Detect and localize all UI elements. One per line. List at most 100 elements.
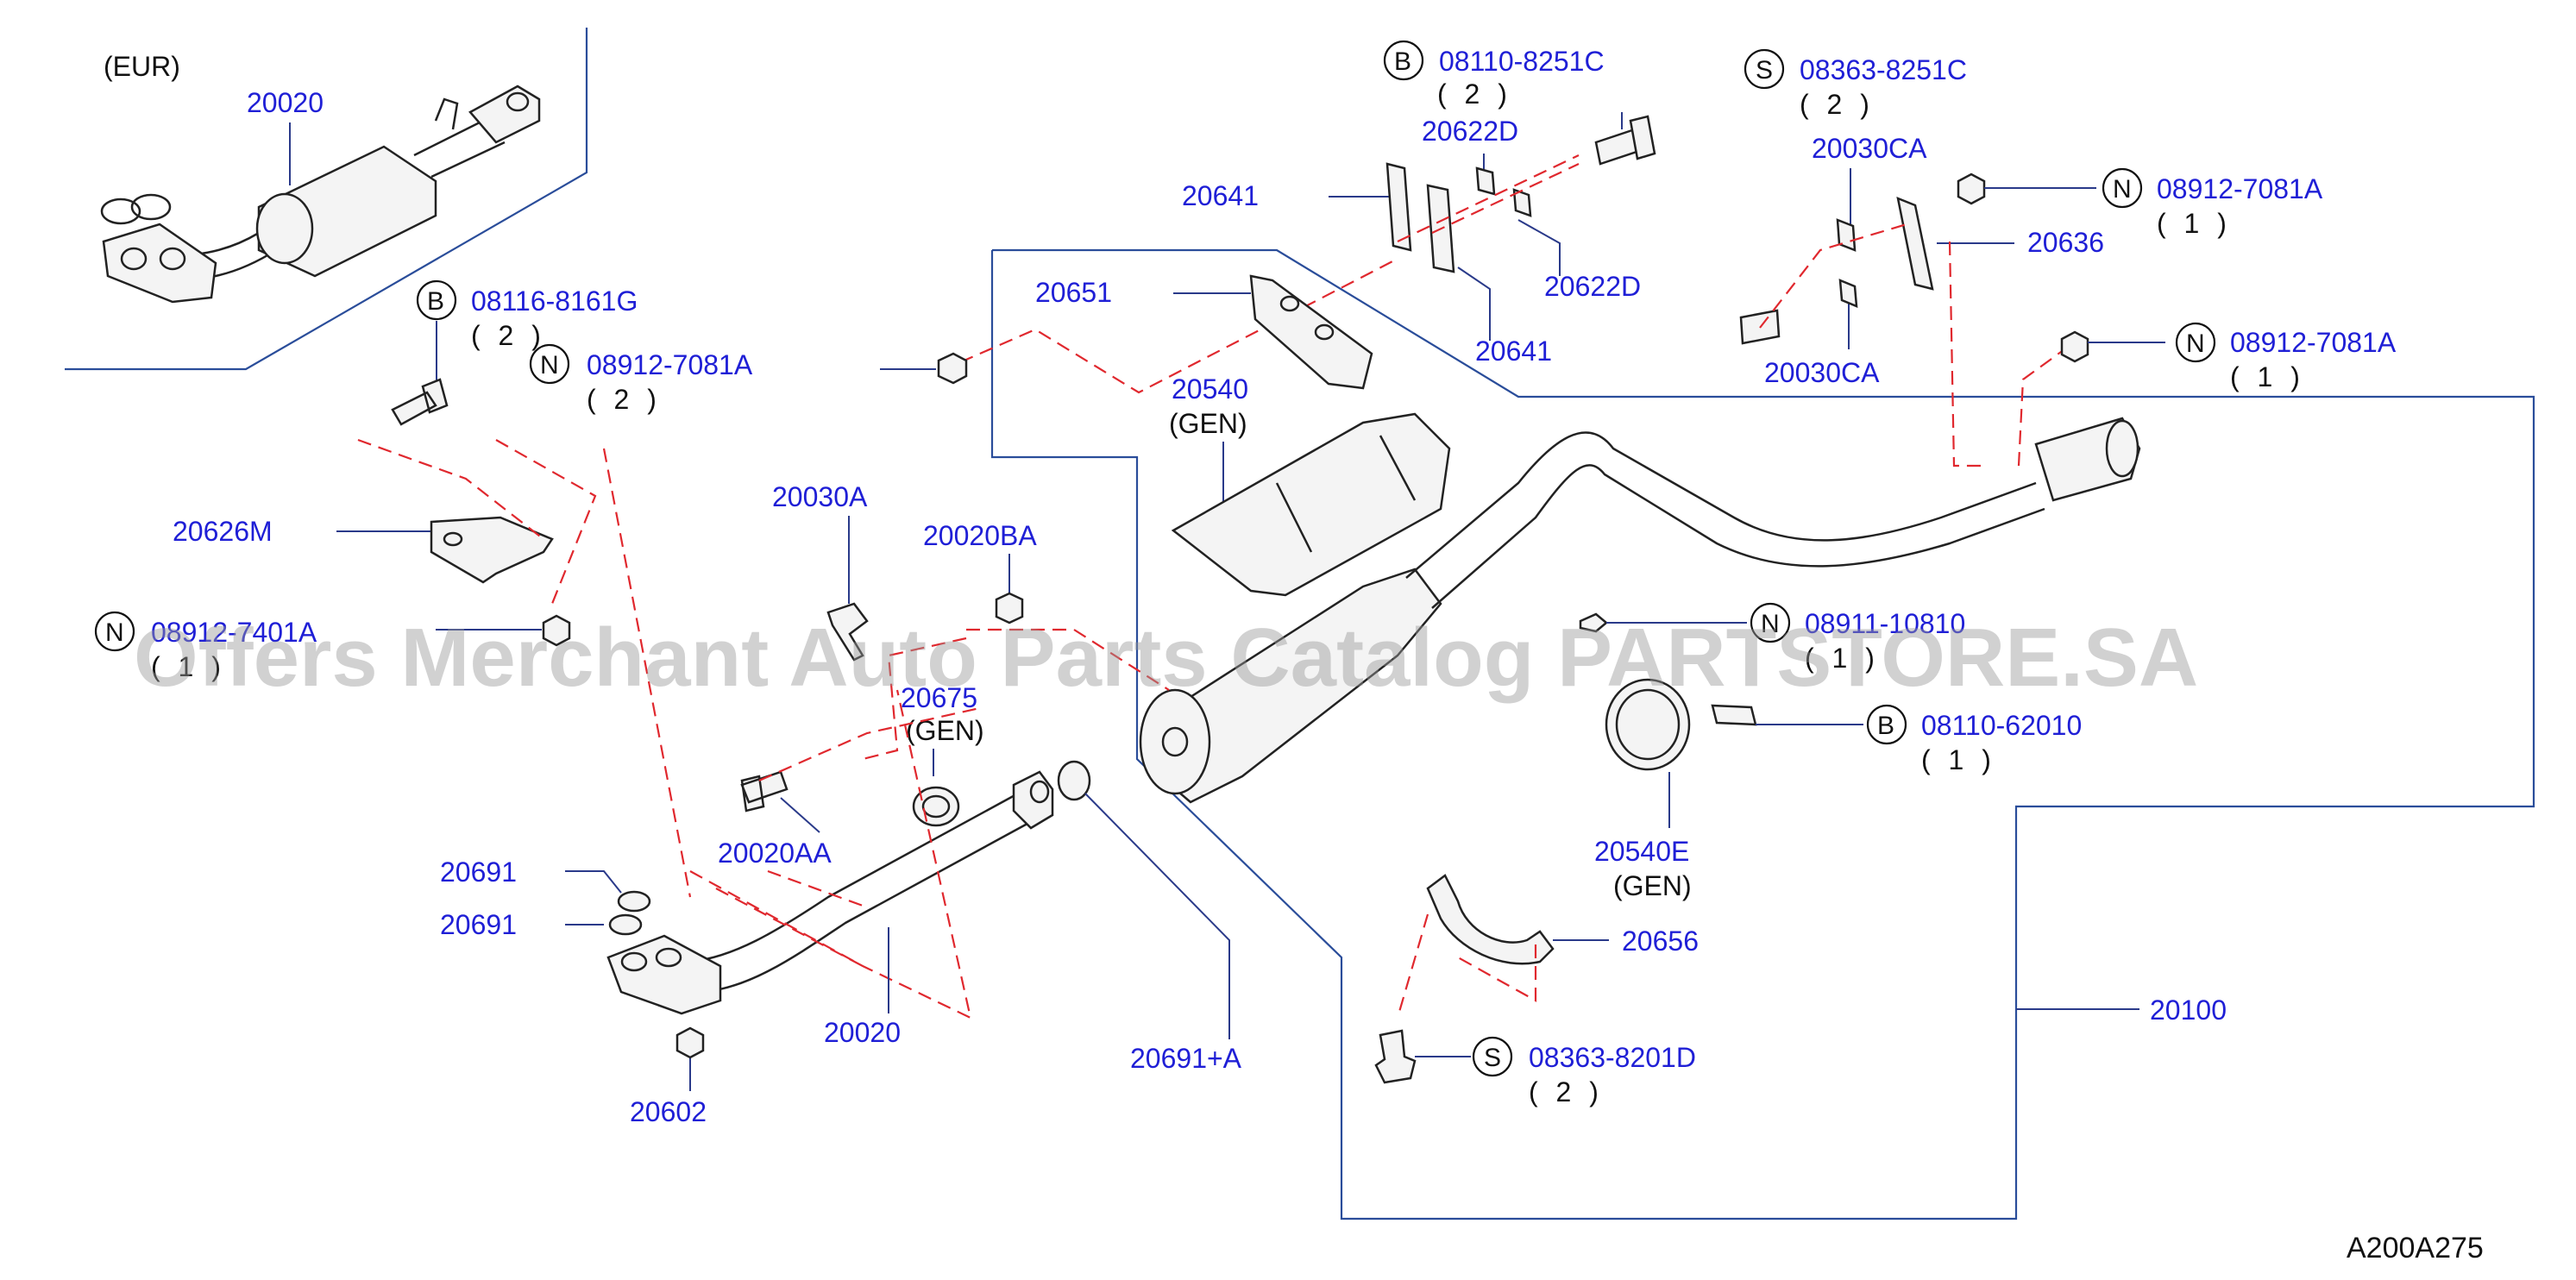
strap-20656-part[interactable] (1426, 874, 1555, 965)
label-20540[interactable]: 20540 (1172, 373, 1248, 405)
bolt-part-b2[interactable] (391, 378, 449, 426)
label-20540e[interactable]: 20540E (1594, 836, 1689, 867)
gasket-20691-a-part[interactable] (617, 890, 651, 913)
diagram-reference-code: A200A275 (2347, 1232, 2484, 1264)
nut-part-2[interactable] (1957, 173, 1986, 205)
bolt-part-s2[interactable] (1374, 1029, 1417, 1084)
label-20030ca-a[interactable]: 20030CA (1812, 133, 1927, 164)
nut-part-6[interactable] (675, 1026, 705, 1059)
fastener-qty-f4: ( 1 ) (2230, 361, 2305, 392)
label-20602[interactable]: 20602 (630, 1096, 707, 1127)
label-20622d-b[interactable]: 20622D (1544, 271, 1641, 302)
dashed-fit-line-11 (602, 448, 864, 907)
fastener-number-f4[interactable]: 08912-7081A (2230, 327, 2397, 358)
nut-part-3[interactable] (2060, 330, 2089, 363)
fastener-number-f1[interactable]: 08110-8251C (1439, 46, 1605, 77)
label-20020-eur[interactable]: 20020 (247, 87, 324, 118)
bracket-20626m-part[interactable] (430, 516, 554, 584)
bolt-type-badge-s1 (1744, 48, 1785, 90)
fastener-qty-f9: ( 1 ) (1921, 744, 1996, 775)
badge-letter-f4: N (2186, 329, 2205, 358)
clamp-20540e-part[interactable] (1605, 678, 1757, 771)
leader-20020aa (780, 797, 820, 833)
gasket-20691a-part[interactable] (1057, 760, 1091, 801)
leader-20622d-b (1517, 219, 1561, 276)
nut-type-badge-n3 (529, 343, 570, 385)
fastener-number-f6[interactable]: 08912-7081A (587, 349, 753, 380)
label-20675[interactable]: 20675 (901, 682, 977, 713)
bolt-type-badge-b1 (1383, 40, 1424, 81)
fastener-number-f7[interactable]: 08912-7401A (151, 617, 317, 648)
nut-part-7[interactable] (1579, 612, 1608, 633)
nut-part-1[interactable] (937, 352, 968, 385)
nut-part-5[interactable] (995, 592, 1024, 624)
fastener-number-f9[interactable]: 08110-62010 (1921, 710, 2082, 741)
fastener-qty-f5: ( 2 ) (471, 320, 546, 351)
label-20020ba[interactable]: 20020BA (923, 520, 1037, 551)
nut-type-badge-n4 (94, 611, 135, 652)
dashed-fit-line-2 (1397, 154, 1580, 242)
label-20020[interactable]: 20020 (824, 1017, 901, 1048)
badge-letter-f3: N (2113, 175, 2132, 204)
eur-front-pipe-part[interactable] (100, 85, 541, 304)
nut-type-badge-n5 (1750, 602, 1791, 643)
dashed-fit-line-3 (1431, 163, 1580, 234)
gasket-20691-b-part[interactable] (608, 913, 643, 936)
badge-letter-f10: S (1484, 1044, 1501, 1072)
bolt-part-b1[interactable] (1594, 112, 1656, 166)
label-20626m[interactable]: 20626M (173, 516, 273, 547)
label-20030a[interactable]: 20030A (772, 481, 868, 512)
leader-20641-b (1457, 267, 1491, 341)
label-20100[interactable]: 20100 (2150, 995, 2227, 1026)
fastener-qty-f7: ( 1 ) (151, 651, 226, 682)
badge-letter-f6: N (540, 351, 559, 380)
label-20641-a[interactable]: 20641 (1182, 180, 1259, 211)
rear-assembly-frame (990, 248, 2535, 1220)
label-20641-b[interactable]: 20641 (1475, 336, 1552, 367)
dashed-fit-line-6 (2017, 344, 2071, 467)
gen-20540: (GEN) (1169, 408, 1247, 439)
hanger-bracket-20641-part[interactable] (1385, 162, 1532, 273)
bolt-type-badge-b3 (1866, 704, 1907, 745)
badge-letter-f5: B (427, 287, 444, 316)
nut-type-badge-n1 (2102, 167, 2143, 209)
bolt-type-badge-s2 (1472, 1036, 1513, 1077)
fastener-qty-f3: ( 1 ) (2157, 208, 2232, 239)
leader-20691a (1084, 793, 1230, 1039)
leader-20691-a (565, 870, 622, 894)
label-20020aa[interactable]: 20020AA (718, 838, 832, 869)
fastener-number-f10[interactable]: 08363-8201D (1529, 1042, 1696, 1073)
label-20656[interactable]: 20656 (1622, 925, 1699, 957)
bolt-20030a-part[interactable] (826, 602, 869, 662)
label-20691-a[interactable]: 20691 (440, 856, 517, 888)
bracket-20651-part[interactable] (1249, 274, 1373, 390)
label-20691-b[interactable]: 20691 (440, 909, 517, 940)
badge-letter-f1: B (1394, 47, 1411, 76)
label-20622d-a[interactable]: 20622D (1422, 116, 1518, 147)
hanger-20636-part[interactable] (1739, 196, 1934, 345)
label-20030ca-b[interactable]: 20030CA (1764, 357, 1880, 388)
fastener-number-f5[interactable]: 08116-8161G (471, 285, 638, 317)
dashed-fit-line-10 (689, 689, 972, 1020)
label-20651[interactable]: 20651 (1035, 277, 1112, 308)
dashed-fit-line-7 (357, 438, 597, 605)
label-20691a[interactable]: 20691+A (1130, 1043, 1242, 1074)
nut-type-badge-n2 (2175, 322, 2216, 363)
dashed-fit-line-4 (1759, 223, 1907, 329)
gen-20675: (GEN) (906, 715, 984, 746)
front-pipe-20020-part[interactable] (606, 770, 1054, 1015)
fastener-number-f8[interactable]: 08911-10810 (1805, 608, 1965, 639)
badge-letter-f2: S (1756, 56, 1773, 85)
label-20636[interactable]: 20636 (2027, 227, 2104, 258)
dashed-fit-line-9 (758, 706, 984, 782)
fastener-qty-f6: ( 2 ) (587, 384, 662, 415)
fastener-number-f3[interactable]: 08912-7081A (2157, 173, 2323, 204)
fastener-number-f2[interactable]: 08363-8251C (1800, 54, 1967, 85)
badge-letter-f7: N (105, 618, 124, 647)
heat-shield-20540-part[interactable] (1171, 412, 1451, 597)
fastener-qty-f8: ( 1 ) (1805, 643, 1880, 674)
bolt-type-badge-b2 (416, 279, 457, 321)
rear-pipe-muffler-part[interactable] (1139, 417, 2141, 804)
nut-part-4[interactable] (542, 614, 571, 647)
